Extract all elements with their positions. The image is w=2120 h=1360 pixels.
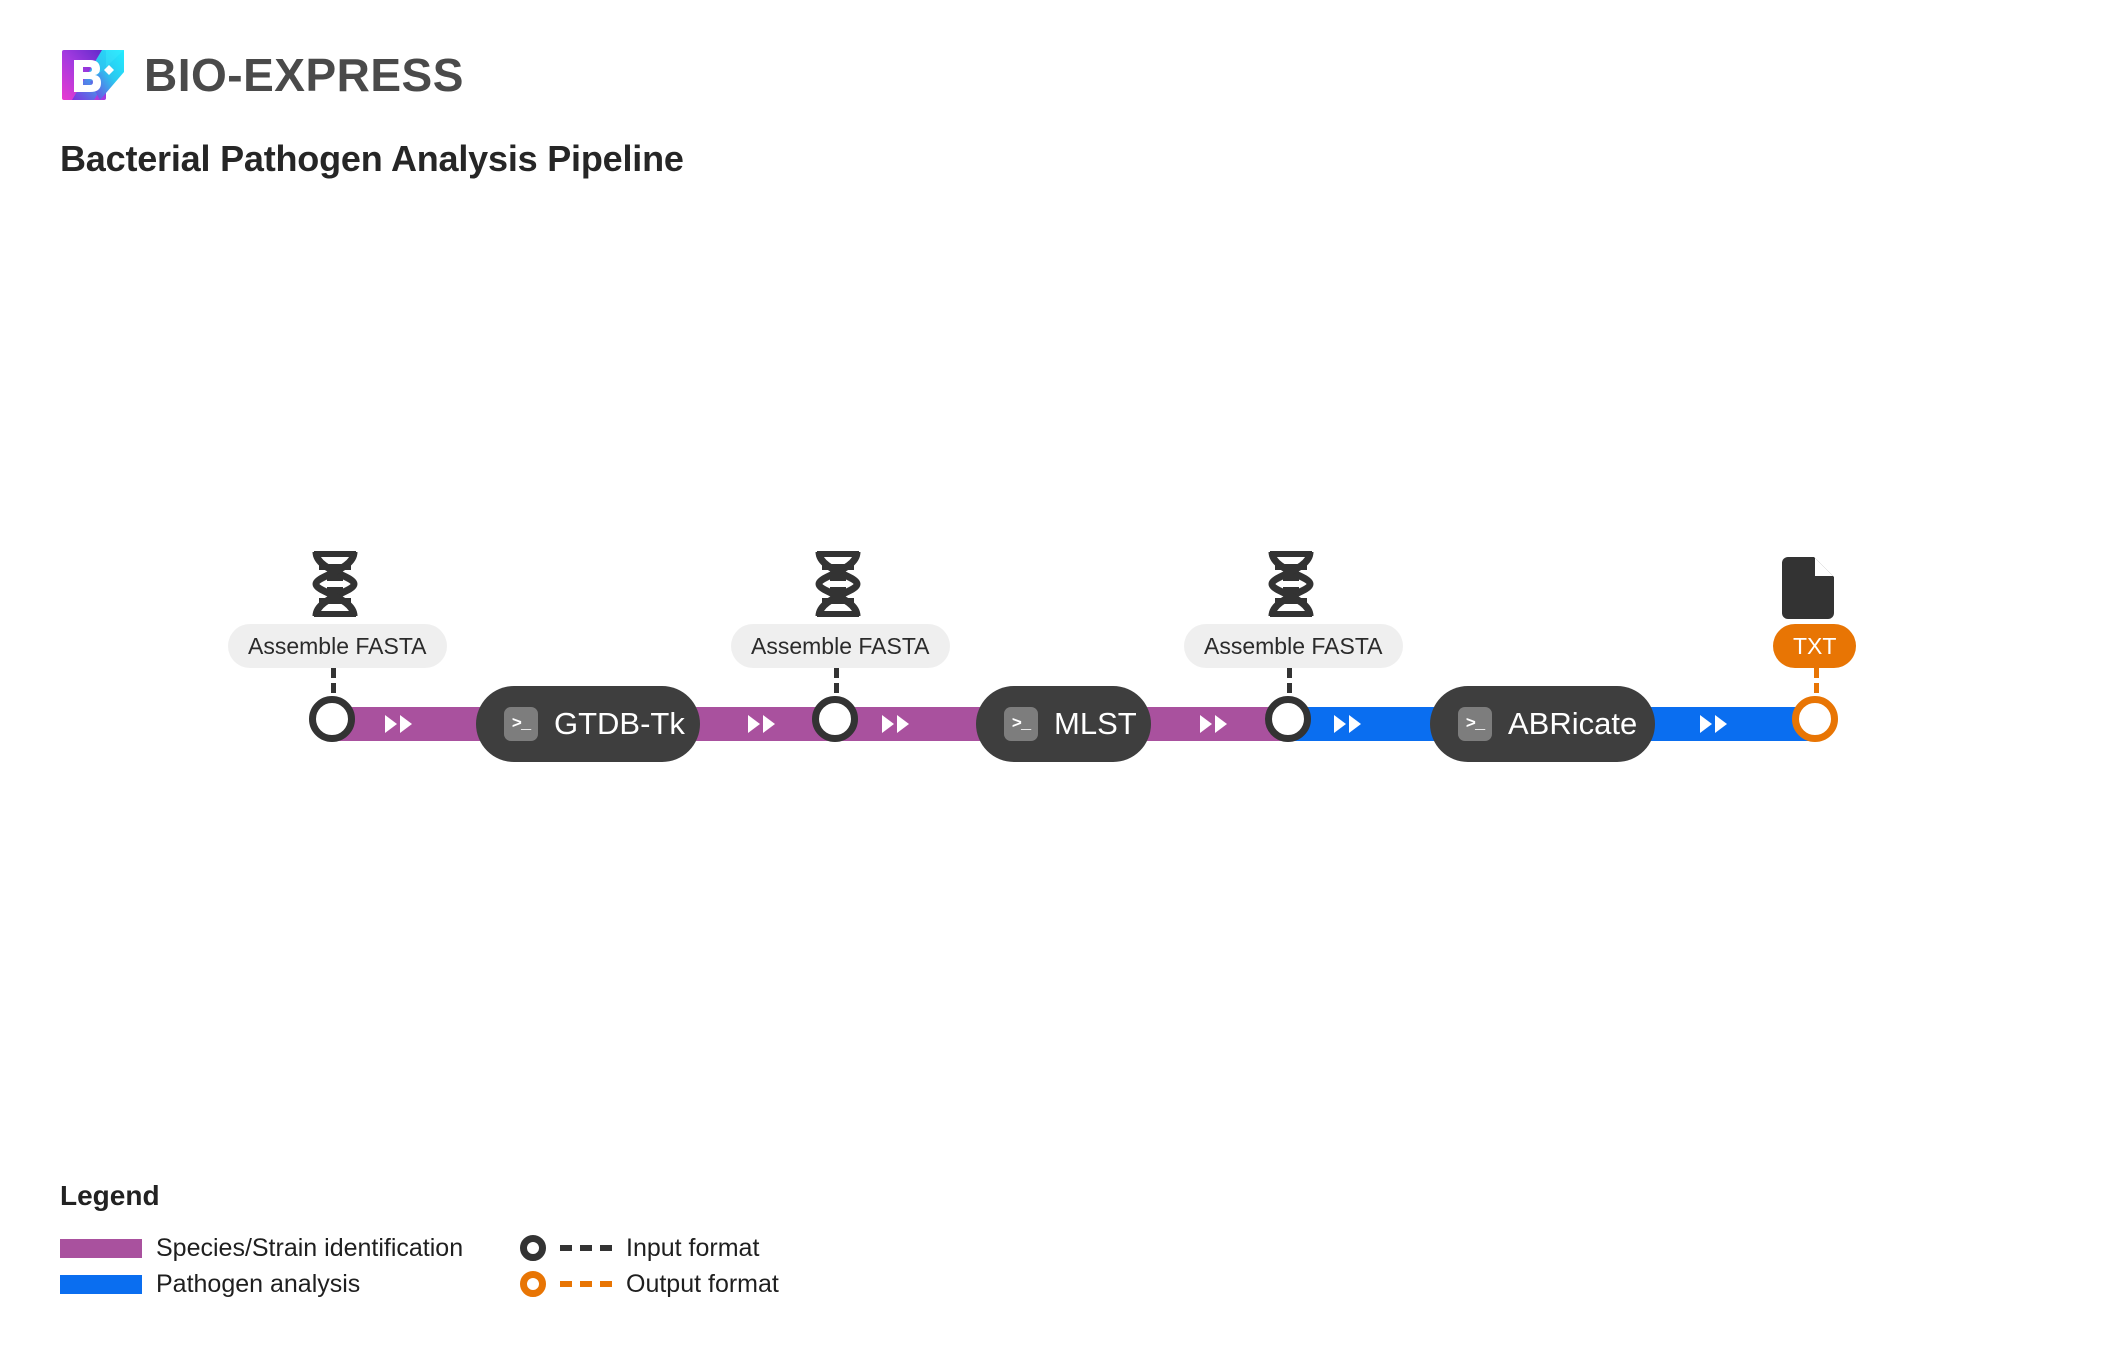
track-arrow-group [882, 707, 909, 741]
terminal-icon: >_ [504, 707, 538, 741]
tool-node-gtdb-tk[interactable]: >_ GTDB-Tk [476, 686, 700, 762]
tool-label: ABRicate [1508, 706, 1638, 741]
arrow-icon [897, 715, 909, 733]
track-segment-pathogen [1288, 707, 1822, 741]
legend-label: Pathogen analysis [156, 1269, 361, 1298]
arrow-icon [748, 715, 760, 733]
pipeline-node-input[interactable] [1265, 696, 1311, 742]
format-pill-label: TXT [1793, 632, 1837, 659]
arrow-icon [1349, 715, 1361, 733]
format-pill-label: Assemble FASTA [1204, 632, 1383, 659]
track-arrow-group [748, 707, 775, 741]
arrow-icon [1700, 715, 1712, 733]
legend-track-column: Species/Strain identification Pathogen a… [60, 1230, 520, 1302]
terminal-icon: >_ [1458, 707, 1492, 741]
format-pill-label: Assemble FASTA [248, 632, 427, 659]
track-arrow-group [1334, 707, 1361, 741]
arrow-icon [385, 715, 397, 733]
legend-label: Input format [626, 1233, 760, 1262]
legend-node-input-icon [520, 1235, 546, 1261]
track-arrow-group [1700, 707, 1727, 741]
legend-swatch-species [60, 1238, 142, 1258]
legend-title: Legend [60, 1180, 160, 1211]
legend-dash-output [560, 1281, 612, 1287]
format-pill-input: Assemble FASTA [731, 624, 950, 668]
legend-item-pathogen: Pathogen analysis [60, 1266, 520, 1302]
legend-label: Species/Strain identification [156, 1233, 464, 1262]
dna-icon [303, 548, 367, 625]
format-connector-dashed [1287, 668, 1292, 708]
legend-item-output-format: Output format [520, 1266, 779, 1302]
terminal-icon: >_ [1004, 707, 1038, 741]
format-pill-label: Assemble FASTA [751, 632, 930, 659]
pipeline-node-input[interactable] [812, 696, 858, 742]
format-connector-dashed [834, 668, 839, 708]
tool-node-mlst[interactable]: >_ MLST [976, 686, 1151, 762]
dna-icon [806, 548, 870, 625]
legend-item-input-format: Input format [520, 1230, 779, 1266]
pipeline-node-input[interactable] [309, 696, 355, 742]
format-pill-input: Assemble FASTA [1184, 624, 1403, 668]
arrow-icon [1334, 715, 1346, 733]
legend-item-species: Species/Strain identification [60, 1230, 520, 1266]
file-icon [1782, 557, 1834, 624]
arrow-icon [882, 715, 894, 733]
page-title: Bacterial Pathogen Analysis Pipeline [60, 138, 684, 179]
arrow-icon [1715, 715, 1727, 733]
legend: Legend Species/Strain identification Pat… [60, 1180, 779, 1302]
arrow-icon [400, 715, 412, 733]
arrow-icon [1215, 715, 1227, 733]
legend-dash-input [560, 1245, 612, 1251]
format-pill-output: TXT [1773, 624, 1857, 668]
track-arrow-group [385, 707, 412, 741]
format-connector-dashed [1814, 668, 1819, 708]
dna-icon [1259, 548, 1323, 625]
tool-node-abricate[interactable]: >_ ABRicate [1430, 686, 1655, 762]
pipeline-node-output[interactable] [1792, 696, 1838, 742]
tool-label: MLST [1054, 706, 1137, 741]
format-connector-dashed [331, 668, 336, 708]
brand-header: BIO-EXPRESS [60, 42, 464, 108]
legend-swatch-pathogen [60, 1274, 142, 1294]
brand-wordmark: BIO-EXPRESS [144, 49, 464, 101]
tool-label: GTDB-Tk [554, 706, 685, 741]
legend-label: Output format [626, 1269, 779, 1298]
bio-express-logo-icon [60, 42, 126, 108]
legend-node-output-icon [520, 1271, 546, 1297]
arrow-icon [763, 715, 775, 733]
track-arrow-group [1200, 707, 1227, 741]
arrow-icon [1200, 715, 1212, 733]
legend-marker-column: Input format Output format [520, 1230, 779, 1302]
format-pill-input: Assemble FASTA [228, 624, 447, 668]
track-segment-species [336, 707, 1288, 741]
